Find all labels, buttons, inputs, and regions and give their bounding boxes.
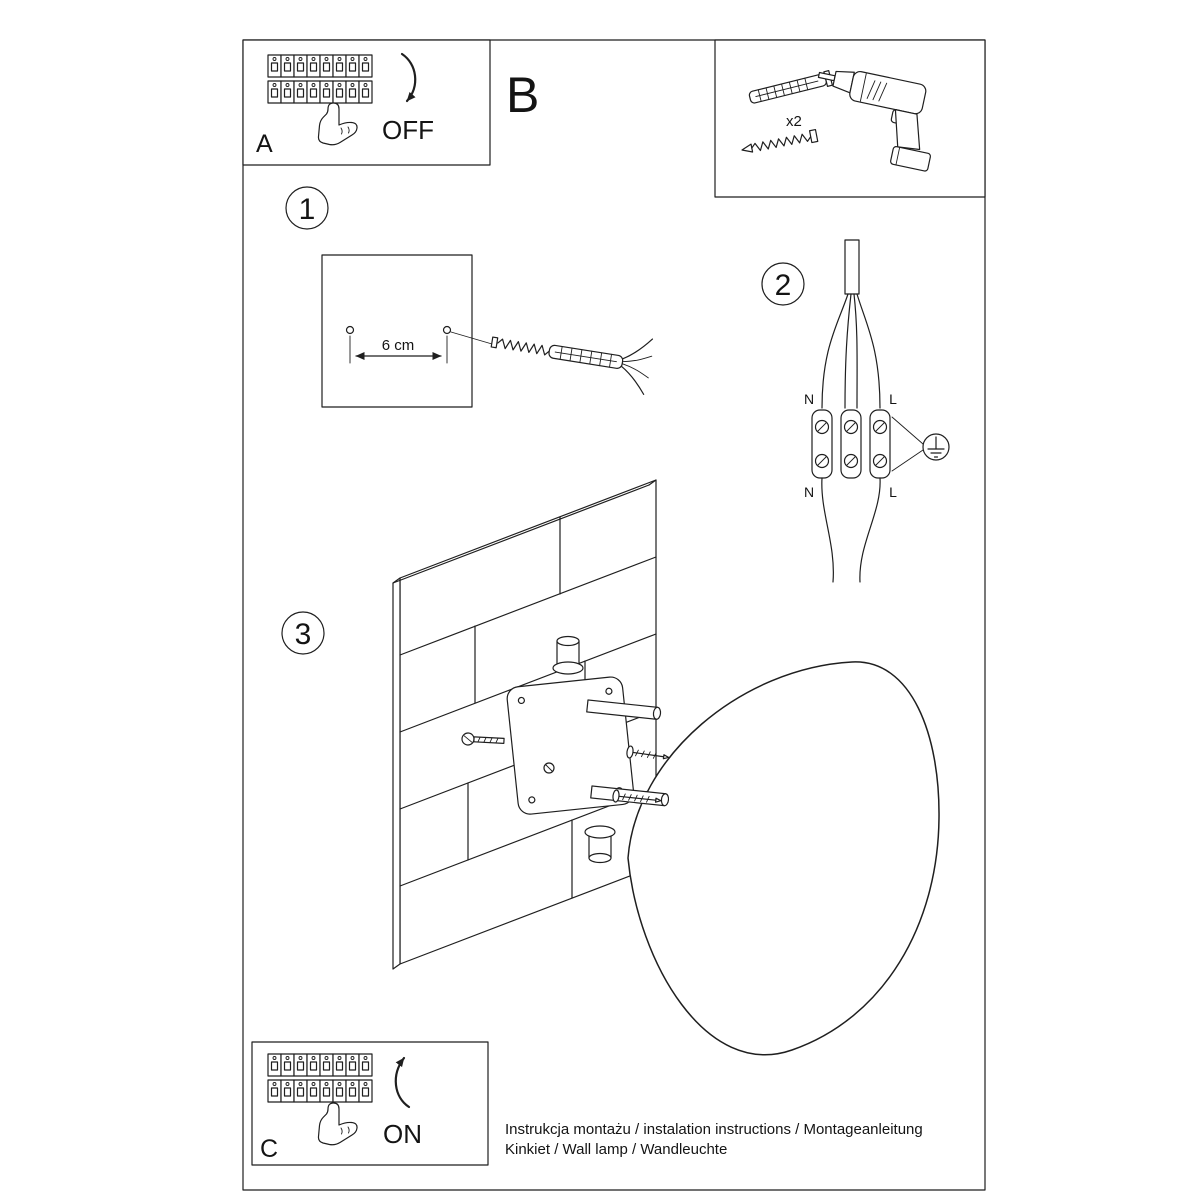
terminal-label-l-bottom: L: [889, 484, 897, 500]
center-screw: [543, 762, 555, 774]
panel-a-box: A OFF: [242, 39, 491, 166]
drill-icon: [817, 70, 932, 172]
screws-quantity: x2: [786, 113, 802, 130]
terminal-screw: [872, 419, 888, 435]
standoff-rod-top: [586, 699, 662, 720]
step2-number: 2: [775, 269, 792, 302]
terminal-screw: [843, 419, 859, 435]
terminal-block: [811, 409, 891, 479]
off-label: OFF: [382, 115, 434, 145]
screw-icon: [741, 129, 819, 153]
step-3: 3: [281, 479, 940, 1056]
terminal-screw: [872, 453, 888, 469]
terminal-screw: [814, 453, 830, 469]
shade-screw-top: [626, 745, 670, 760]
tools-box: x2: [714, 39, 986, 198]
step1-badge: [285, 186, 329, 230]
section-label-b: B: [506, 67, 539, 123]
step3-badge: [281, 611, 325, 655]
panel-c-label: C: [260, 1135, 278, 1163]
dimension-label: 6 cm: [382, 337, 415, 354]
ground-link-line: [891, 416, 924, 445]
terminal-label-l-top: L: [889, 391, 897, 407]
power-cable-sheath: [844, 239, 860, 295]
on-arrow-icon: [394, 1056, 411, 1109]
ground-symbol-icon: [922, 433, 950, 461]
footer: Instrukcja montażu / instalation instruc…: [505, 1121, 923, 1158]
step1-number: 1: [299, 193, 316, 226]
wiring-diagram: N L: [804, 239, 950, 583]
lamp-holder-cylinder: [584, 825, 616, 864]
wire-3: [853, 293, 858, 409]
on-label: ON: [383, 1119, 422, 1149]
mounting-template: [321, 254, 473, 408]
wire-1: [821, 293, 849, 409]
off-arrow-icon: [400, 52, 417, 103]
drill-hole-right: [442, 325, 452, 335]
panel-a-label: A: [256, 130, 273, 158]
footer-line2: Kinkiet / Wall lamp / Wandleuchte: [505, 1141, 727, 1158]
lamp-shade: [627, 661, 940, 1056]
terminal-label-n-bottom: N: [804, 484, 814, 500]
wall-top-corner: [648, 479, 657, 486]
wire-4: [856, 293, 881, 409]
screw-anchor-icon: [490, 336, 654, 395]
cable-entry-cylinder: [552, 635, 584, 675]
wire-bottom-right: [859, 477, 881, 583]
wire-bottom-left: [821, 477, 834, 583]
wall-top-edge: [392, 484, 650, 584]
tools-box-border: [714, 39, 986, 198]
mounting-bracket: [461, 635, 670, 864]
footer-line1: Instrukcja montażu / instalation instruc…: [505, 1121, 923, 1138]
step2-badge: [761, 262, 805, 306]
drill-hole-left: [345, 325, 355, 335]
wire-2: [844, 293, 852, 409]
wall-side-edge: [392, 577, 401, 970]
terminal-screw: [814, 419, 830, 435]
ground-link-line: [891, 449, 924, 472]
shade-screw-bottom: [612, 789, 662, 803]
step-1: 1 6 cm: [285, 186, 654, 408]
terminal-screw: [843, 453, 859, 469]
wall-screw: [461, 732, 505, 746]
step3-number: 3: [295, 618, 312, 651]
leader-line: [450, 331, 493, 345]
panel-c-box: C ON: [251, 1041, 489, 1166]
step-2: 2 N L: [761, 239, 950, 583]
terminal-label-n-top: N: [804, 391, 814, 407]
